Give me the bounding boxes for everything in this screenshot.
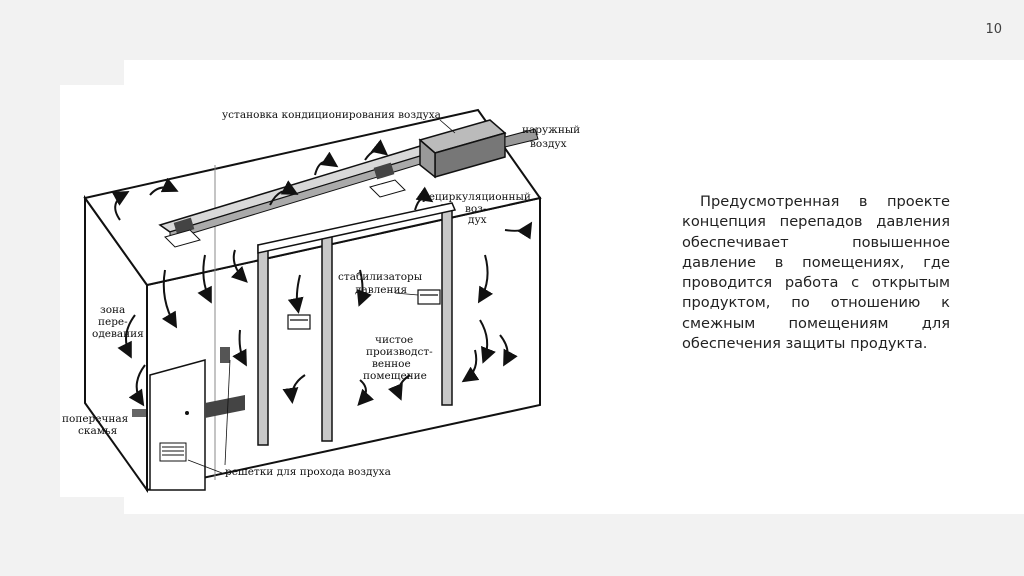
label-recirc-2: воз-: [465, 203, 487, 215]
changing-door: [149, 359, 206, 491]
label-clean-1: чистое: [375, 334, 413, 346]
diagram-svg: установка кондиционирования воздуха нару…: [62, 108, 580, 494]
label-clean-2: производст-: [366, 346, 433, 358]
label-stabilizers-2: давления: [355, 284, 408, 296]
label-grilles: решетки для прохода воздуха: [225, 466, 391, 478]
label-zone-1: зона: [100, 304, 125, 316]
label-bench-2: скамья: [78, 425, 118, 437]
label-recirc-3: дух: [468, 214, 487, 226]
label-outside-air-2: воздух: [530, 138, 567, 150]
door-posts: [257, 202, 457, 446]
label-zone-2: пере-: [98, 316, 128, 328]
label-outside-air-1: наружный: [522, 124, 580, 136]
label-ac-unit: установка кондиционирования воздуха: [222, 109, 441, 121]
diagram-labels: установка кондиционирования воздуха нару…: [62, 109, 580, 478]
page-number: 10: [985, 22, 1002, 37]
ac-unit: [418, 119, 539, 179]
cleanroom-diagram: установка кондиционирования воздуха нару…: [60, 85, 585, 497]
wall-grille: [220, 347, 230, 363]
label-zone-3: одевания: [92, 328, 144, 340]
label-stabilizers-1: стабилизаторы: [338, 271, 422, 283]
pressure-stabilizers: [287, 289, 441, 330]
cross-bench: [132, 395, 245, 418]
label-bench-1: поперечная: [62, 413, 129, 425]
airflow-arrows: [111, 139, 533, 407]
label-clean-4: помещение: [363, 370, 427, 382]
label-recirc-1: рециркуляционный: [422, 191, 531, 203]
description-paragraph: Предусмотренная в проекте концепция пере…: [682, 193, 950, 353]
label-clean-3: венное: [372, 358, 411, 370]
